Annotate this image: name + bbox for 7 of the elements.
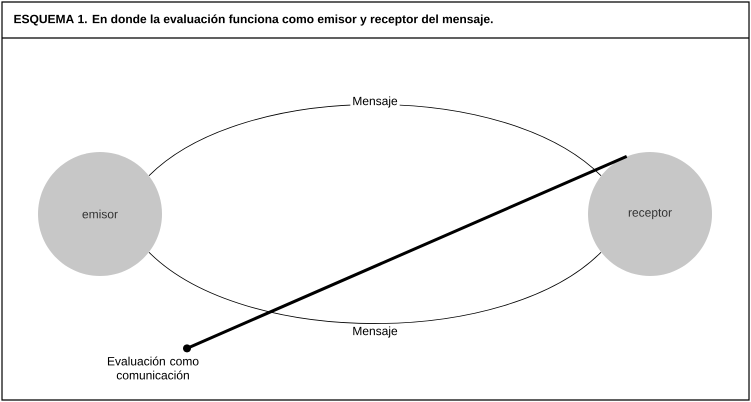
ellipse-arc — [148, 252, 602, 324]
edge-label: Mensaje — [350, 94, 400, 110]
diagonal-line — [183, 154, 628, 352]
edge-label: Mensaje — [350, 324, 400, 340]
note-text: Evaluación como comunicación — [108, 356, 198, 380]
title: ESQUEMA 1. En donde la evaluación funciona como emisor y receptor del mensaje. — [14, 14, 493, 26]
ellipse-arc — [148, 104, 602, 176]
